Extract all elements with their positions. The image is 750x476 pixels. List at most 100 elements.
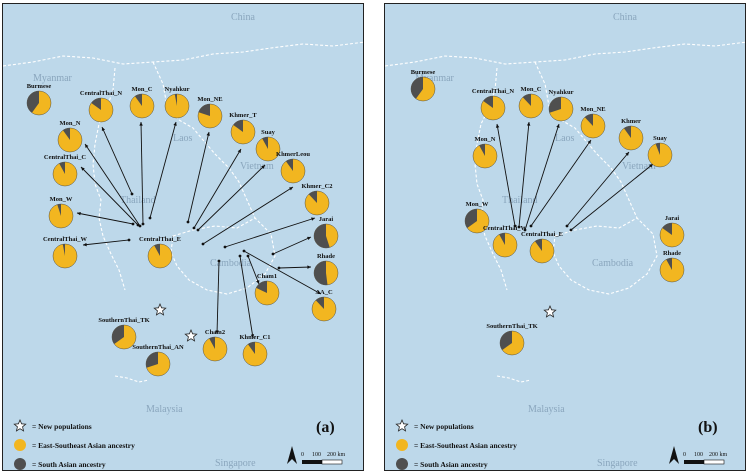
pie-CentralThai_N: CentralThai_N bbox=[472, 88, 515, 121]
arrows bbox=[495, 121, 654, 232]
migration-arrow bbox=[223, 217, 316, 249]
population-label: Mon_C bbox=[132, 86, 153, 93]
migration-arrow bbox=[569, 163, 654, 232]
country-labels: China Myanmar Laos Thailand Vietnam Camb… bbox=[33, 12, 274, 469]
country-label-myanmar: Myanmar bbox=[33, 73, 73, 84]
border bbox=[170, 217, 276, 295]
pie-slice-south-asian bbox=[154, 244, 160, 256]
legend-east-southeast-swatch bbox=[396, 439, 408, 451]
pie-Mon_N: Mon_N bbox=[57, 120, 83, 153]
land bbox=[385, 4, 745, 470]
pie-Khmer_C1: Khmer_C1 bbox=[239, 334, 271, 367]
country-label-cambodia: Cambodia bbox=[592, 258, 634, 269]
svg-text:100: 100 bbox=[694, 452, 703, 458]
country-label-thailand: Thailand bbox=[120, 195, 156, 206]
pie-slice-south-asian bbox=[308, 191, 317, 203]
pie-slice-south-asian bbox=[62, 244, 65, 256]
pie-slice-south-asian bbox=[315, 297, 324, 309]
population-label: CentralThai_E bbox=[139, 236, 181, 243]
pie-Burmese: Burmese bbox=[411, 69, 436, 102]
pie-SouthernThai_TK: SouthernThai_TK bbox=[98, 317, 150, 350]
migration-arrow bbox=[186, 131, 210, 224]
pie-slice-south-asian bbox=[57, 204, 61, 216]
legend: = New populations = East-Southeast Asian… bbox=[13, 418, 135, 470]
border bbox=[496, 375, 532, 383]
pie-slice-south-asian bbox=[549, 97, 561, 113]
svg-text:200 km: 200 km bbox=[709, 452, 728, 458]
population-label: CentralThai_N bbox=[472, 88, 515, 95]
migration-arrow bbox=[82, 238, 131, 247]
legend-south-asian: = South Asian ancestry bbox=[32, 460, 106, 469]
pie-Nyahkur: Nyahkur bbox=[165, 86, 190, 119]
migration-arrow bbox=[215, 259, 221, 335]
border bbox=[534, 61, 638, 219]
country-label-china: China bbox=[231, 12, 255, 23]
pie-slice-south-asian bbox=[662, 223, 672, 235]
border bbox=[385, 41, 745, 67]
map-b: China Myanmar Laos Thailand Vietnam Camb… bbox=[385, 4, 745, 470]
north-arrow-icon bbox=[669, 446, 679, 464]
population-label: Rhade bbox=[317, 253, 335, 260]
population-label: SouthernThai_AN bbox=[132, 344, 184, 351]
pie-CentralThai_C: CentralThai_C bbox=[44, 154, 87, 187]
migration-arrow bbox=[495, 123, 517, 228]
pie-slice-south-asian bbox=[26, 91, 39, 113]
pie-slice-south-asian bbox=[146, 352, 158, 368]
pie-Khmer: Khmer bbox=[618, 118, 644, 151]
pie-Mon_W: Mon_W bbox=[48, 196, 74, 229]
panel-label: (b) bbox=[698, 419, 718, 436]
population-label: Mon_C bbox=[521, 86, 542, 93]
legend: = New populations = East-Southeast Asian… bbox=[395, 418, 517, 470]
population-label: Rhade bbox=[663, 250, 681, 257]
pie-slice-south-asian bbox=[483, 96, 493, 108]
country-label-malaysia: Malaysia bbox=[146, 404, 183, 415]
population-label: Jarai bbox=[319, 216, 334, 223]
population-label: CentralThai_C bbox=[44, 154, 87, 161]
population-label: Mon_NE bbox=[197, 96, 222, 103]
pie-Mon_N: Mon_N bbox=[472, 136, 498, 169]
population-label: Cham2 bbox=[205, 329, 225, 336]
pie-slice-south-asian bbox=[262, 137, 268, 149]
pie-Nyahkur: Nyahkur bbox=[549, 89, 574, 122]
migration-arrow bbox=[246, 254, 260, 285]
north-arrow-icon bbox=[287, 446, 297, 464]
migration-arrow bbox=[201, 186, 294, 246]
legend-east-southeast: = East-Southeast Asian ancestry bbox=[32, 441, 135, 450]
pie-slice-south-asian bbox=[285, 159, 293, 171]
scale-bar: 0 100 200 km bbox=[683, 452, 728, 465]
map-a: China Myanmar Laos Thailand Vietnam Camb… bbox=[3, 4, 363, 470]
legend-south-asian-swatch bbox=[14, 458, 26, 470]
population-label: Mon_NE bbox=[580, 106, 605, 113]
migration-arrow bbox=[242, 249, 322, 295]
pie-Rhade: Rhade bbox=[313, 253, 339, 286]
migration-arrow bbox=[84, 143, 142, 228]
pie-slice-south-asian bbox=[500, 331, 512, 351]
population-label: Suay bbox=[261, 129, 275, 136]
migration-arrow bbox=[139, 121, 145, 226]
pie-CentralThai_E: CentralThai_E bbox=[521, 231, 563, 264]
legend-new-populations: = New populations bbox=[414, 422, 474, 431]
population-label: Burmese bbox=[411, 69, 436, 76]
population-label: SouthernThai_TK bbox=[98, 317, 149, 324]
border bbox=[152, 61, 256, 219]
population-label: Cham1 bbox=[257, 273, 277, 280]
country-label-singapore: Singapore bbox=[597, 458, 638, 469]
map-panel-b: China Myanmar Laos Thailand Vietnam Camb… bbox=[384, 3, 746, 471]
svg-text:0: 0 bbox=[301, 452, 304, 458]
pie-slice-south-asian bbox=[247, 342, 255, 354]
migration-arrow bbox=[529, 139, 592, 228]
legend-star-icon bbox=[395, 418, 409, 432]
panel-label: (a) bbox=[316, 419, 335, 436]
migration-arrow bbox=[565, 151, 630, 228]
pie-Mon_C: Mon_C bbox=[518, 86, 544, 119]
pie-slice-south-asian bbox=[411, 77, 423, 99]
legend-east-southeast-swatch bbox=[14, 439, 26, 451]
pie-Mon_W: Mon_W bbox=[464, 201, 490, 234]
migration-arrow bbox=[277, 265, 312, 270]
legend-star-icon bbox=[13, 418, 27, 432]
pie-slice-south-asian bbox=[666, 258, 672, 270]
pie-SouthernThai_TK: SouthernThai_TK bbox=[486, 323, 538, 356]
country-label-thailand: Thailand bbox=[502, 195, 538, 206]
map-panel-a: China Myanmar Laos Thailand Vietnam Camb… bbox=[2, 3, 364, 471]
